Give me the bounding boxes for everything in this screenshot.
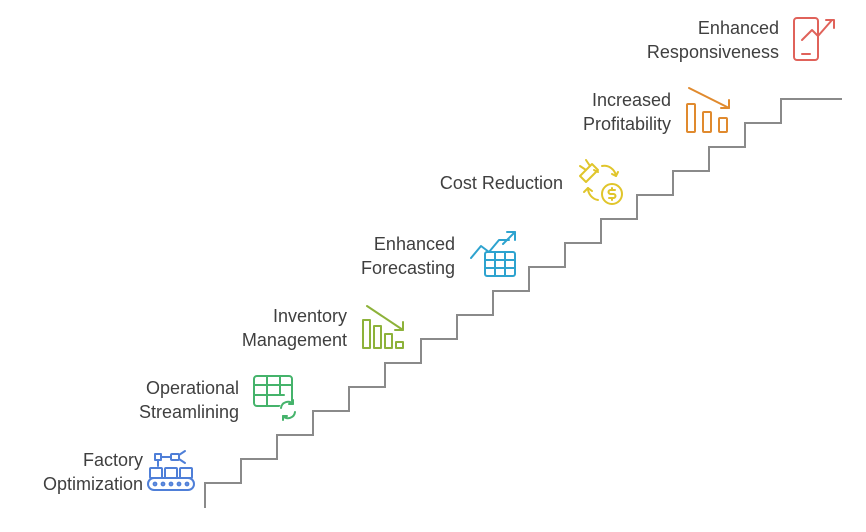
step-label-enhanced-responsiveness: Enhanced Responsiveness [647,16,779,64]
step-label-line1: Cost Reduction [439,173,563,193]
step-label-factory-optimization: Factory Optimization [43,448,143,496]
step-label-line1: Factory [82,450,143,470]
step-label-line1: Operational [145,378,239,398]
step-label-line2: Streamlining [138,402,239,422]
trend-up-table-icon [467,228,519,280]
scissors-dollar-cycle-icon [574,156,626,208]
step-label-line2: Responsiveness [646,42,779,62]
profit-bars-arrow-icon [683,84,735,136]
step-label-cost-reduction: Cost Reduction [440,171,563,195]
staircase-line [204,98,842,508]
step-label-line1: Increased [591,90,671,110]
robot-arm-conveyor-icon [145,446,197,498]
step-label-line1: Enhanced [697,18,779,38]
step-label-line2: Optimization [42,474,143,494]
step-label-inventory-management: Inventory Management [242,304,347,352]
step-label-line1: Inventory [272,306,347,326]
step-label-operational-streamlining: Operational Streamlining [139,376,239,424]
step-label-line2: Forecasting [360,258,455,278]
step-label-increased-profitability: Increased Profitability [583,88,671,136]
table-refresh-icon [250,372,302,424]
step-label-line2: Profitability [582,114,671,134]
declining-bar-chart-icon [359,302,411,354]
step-label-enhanced-forecasting: Enhanced Forecasting [361,232,455,280]
step-label-line2: Management [241,330,347,350]
step-label-line1: Enhanced [373,234,455,254]
mobile-trend-up-icon [790,12,842,64]
